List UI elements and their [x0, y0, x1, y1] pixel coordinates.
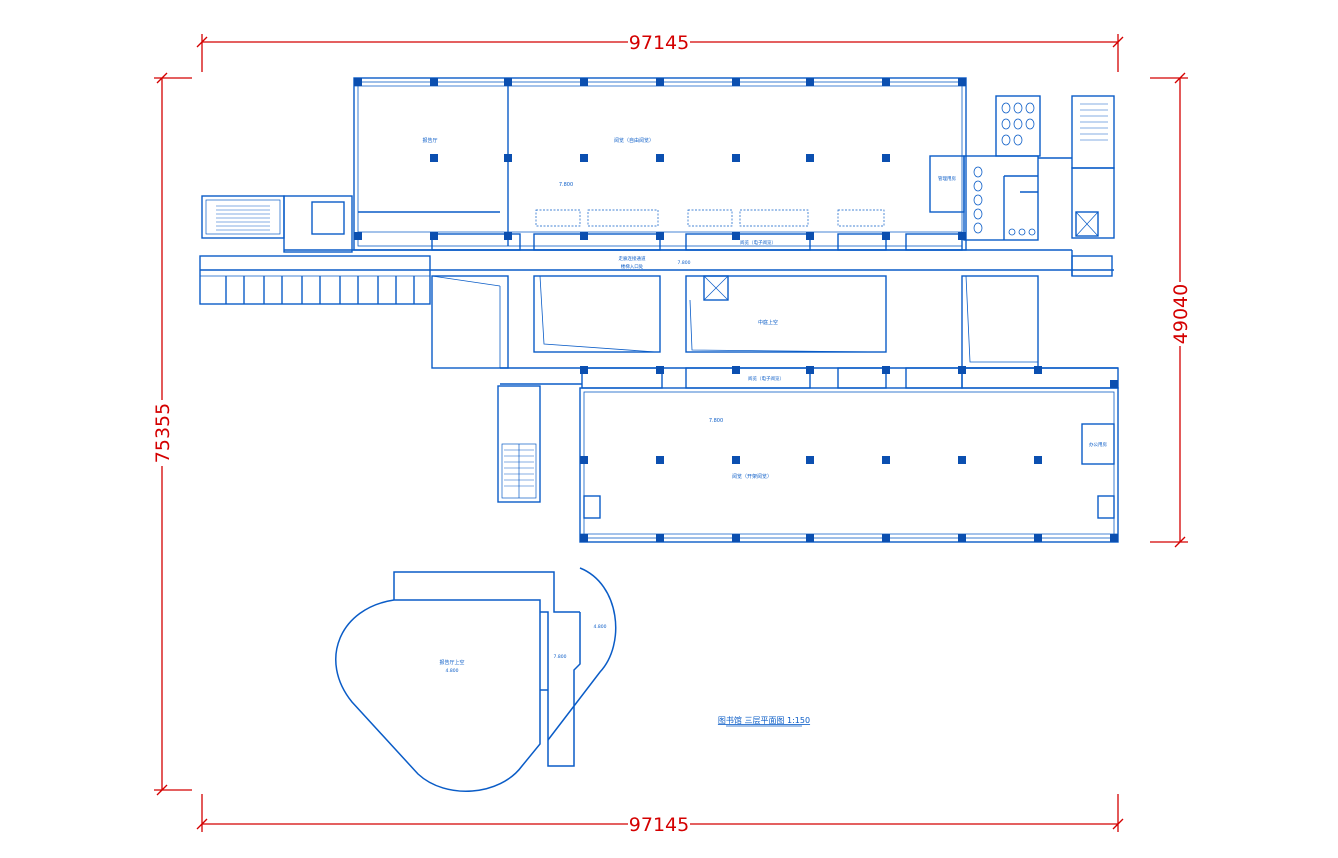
label-elevation-mid: 7.800	[678, 260, 691, 266]
stair-treads	[216, 103, 1108, 487]
label-hall-a: 报告厅	[422, 137, 437, 144]
dimension-top: 97145	[629, 32, 689, 54]
label-auditorium: 报告厅上空	[439, 659, 464, 666]
dimension-bottom: 97145	[629, 814, 689, 836]
dimension-left: 75355	[152, 403, 174, 463]
label-office-east: 管理用房	[938, 175, 956, 182]
label-elevation-aud-3: 4.800	[594, 624, 607, 630]
structural-columns	[354, 78, 1118, 542]
label-atrium: 中庭上空	[758, 319, 778, 326]
label-elevation-aud-2: 7.800	[554, 654, 567, 660]
label-elevation-south: 7.800	[709, 418, 723, 424]
room-labels: 报告厅 阅览（自由阅览） 7.800 管理用房 阅览（电子阅览） 走廊连接通道 …	[422, 137, 1107, 674]
label-reading-south: 阅览（开架阅览）	[732, 473, 772, 480]
dimension-right: 49040	[1170, 284, 1192, 344]
label-reading-north: 阅览（自由阅览）	[614, 137, 654, 144]
label-reading-center: 阅览（电子阅览）	[740, 239, 776, 246]
label-corridor-note-2: 楼梯入口处	[621, 263, 644, 270]
reading-desks	[535, 209, 885, 227]
dimension-lines	[154, 34, 1188, 832]
label-elevation-north: 7.800	[559, 182, 573, 188]
toilet-fixtures	[973, 102, 1036, 236]
auditorium-outline	[335, 567, 617, 792]
building-walls	[199, 77, 1119, 543]
label-reading-south-strip: 阅览（电子阅览）	[748, 375, 784, 382]
drawing-title: 图书馆 三层平面图 1:150	[718, 715, 810, 725]
label-office-south: 办公用房	[1089, 441, 1107, 448]
label-corridor-note-1: 走廊连接通道	[619, 255, 646, 262]
label-elevation-aud-1: 4.800	[446, 668, 459, 674]
